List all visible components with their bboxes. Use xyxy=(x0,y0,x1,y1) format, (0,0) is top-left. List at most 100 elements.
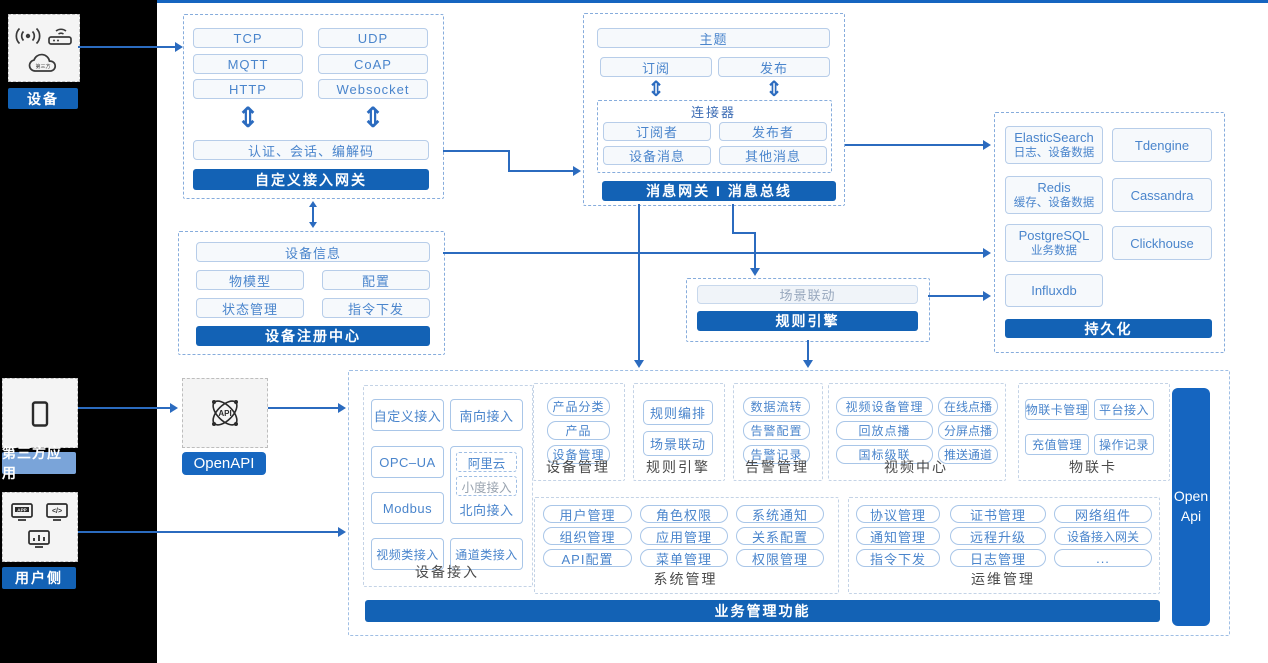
section-label-ops-mgmt: 运维管理 xyxy=(971,570,1035,587)
pill-operation-record: 操作记录 xyxy=(1094,434,1154,455)
store-elasticsearch: ElasticSearch 日志、设备数据 xyxy=(1005,126,1103,164)
cloud-icon: 第三方 xyxy=(28,53,57,72)
pill-opc-ua: OPC–UA xyxy=(371,446,444,478)
api-icon: API xyxy=(212,400,238,426)
pill-video-access: 视频类接入 xyxy=(371,538,444,570)
pill-product-category: 产品分类 xyxy=(547,397,610,416)
double-arrow-icon: ⇕ xyxy=(647,78,665,101)
user-side-icon-box: APP </> xyxy=(2,492,78,562)
scene-linkage-pill: 场景联动 xyxy=(697,285,918,304)
other-message-pill: 其他消息 xyxy=(719,146,827,165)
rail-label-device: 设备 xyxy=(8,88,78,109)
pill-permission-mgmt: 权限管理 xyxy=(736,549,824,567)
protocol-mqtt: MQTT xyxy=(193,54,303,74)
open-api-vertical-bar: Open Api xyxy=(1172,388,1210,626)
auth-session-codec: 认证、会话、编解码 xyxy=(193,140,429,160)
svg-text:第三方: 第三方 xyxy=(35,63,50,70)
third-party-icon-box xyxy=(2,378,78,448)
svg-text:APP: APP xyxy=(17,507,26,512)
app-monitor-icon: APP xyxy=(11,503,33,521)
pill-push-channel: 推送通道 xyxy=(938,445,998,464)
message-gateway-title-bar: 消息网关 I 消息总线 xyxy=(602,181,836,201)
pill-role-permission: 角色权限 xyxy=(640,505,728,523)
pill-scene-linkage: 场景联动 xyxy=(643,431,713,456)
pill-gb-cascade: 国标级联 xyxy=(836,445,933,464)
pill-protocol-mgmt: 协议管理 xyxy=(856,505,940,523)
section-label-alarm: 告警管理 xyxy=(745,459,809,475)
thing-model-pill: 物模型 xyxy=(196,270,304,290)
rail-label-third-party: 第三方应用 xyxy=(2,445,76,481)
pill-product: 产品 xyxy=(547,421,610,440)
pill-app-mgmt: 应用管理 xyxy=(640,527,728,545)
section-label-system-mgmt: 系统管理 xyxy=(653,570,718,587)
store-desc: 业务数据 xyxy=(1031,244,1077,257)
pill-playback: 回放点播 xyxy=(836,421,933,440)
chart-monitor-icon xyxy=(28,530,50,548)
rail-label-device-text: 设备 xyxy=(27,90,59,107)
pill-cert-mgmt: 证书管理 xyxy=(950,505,1046,523)
store-name: PostgreSQL xyxy=(1018,227,1090,243)
router-icon xyxy=(48,28,72,45)
protocol-websocket: Websocket xyxy=(318,79,428,99)
pill-video-device-mgmt: 视频设备管理 xyxy=(836,397,933,416)
section-label-device-mgmt: 设备管理 xyxy=(546,459,610,475)
store-desc: 日志、设备数据 xyxy=(1013,146,1095,159)
store-tdengine: Tdengine xyxy=(1112,128,1212,162)
status-mgmt-pill: 状态管理 xyxy=(196,298,304,318)
subscribe-pill: 订阅 xyxy=(600,57,712,77)
pill-menu-mgmt: 菜单管理 xyxy=(640,549,728,567)
pill-device-mgmt: 设备管理 xyxy=(547,445,610,464)
pill-southbound: 南向接入 xyxy=(450,399,523,431)
pill-system-notice: 系统通知 xyxy=(736,505,824,523)
pill-online-play: 在线点播 xyxy=(938,397,998,416)
double-arrow-icon: ⇕ xyxy=(765,78,783,101)
phone-icon xyxy=(31,401,49,427)
wireless-icon xyxy=(15,27,41,45)
pill-org-mgmt: 组织管理 xyxy=(543,527,632,545)
rail-label-user-side-text: 用户侧 xyxy=(15,570,63,586)
pill-relation-config: 关系配置 xyxy=(736,527,824,545)
protocol-coap: CoAP xyxy=(318,54,428,74)
pill-rule-orchestration: 规则编排 xyxy=(643,400,713,425)
device-message-pill: 设备消息 xyxy=(603,146,711,165)
openapi-label: OpenAPI xyxy=(182,452,266,475)
double-arrow-icon: ⇕ xyxy=(236,102,260,133)
pill-notice-mgmt: 通知管理 xyxy=(856,527,940,545)
section-label-iot-card: 物联卡 xyxy=(1069,459,1117,475)
pill-user-mgmt: 用户管理 xyxy=(543,505,632,523)
double-arrow-icon: ⇕ xyxy=(361,102,385,133)
pill-platform-access: 平台接入 xyxy=(1094,399,1154,420)
custom-gateway-title-bar: 自定义接入网关 xyxy=(193,169,429,190)
svg-text:API: API xyxy=(218,409,231,418)
business-title-bar: 业务管理功能 xyxy=(365,600,1160,622)
pill-modbus: Modbus xyxy=(371,492,444,524)
pill-device-access-gateway: 设备接入网关 xyxy=(1054,527,1152,545)
pill-api-config: API配置 xyxy=(543,549,632,567)
pill-recharge-mgmt: 充值管理 xyxy=(1025,434,1089,455)
section-label-device-access: 设备接入 xyxy=(415,564,479,580)
device-icon-box: 第三方 xyxy=(8,14,80,82)
pill-alarm-config: 告警配置 xyxy=(743,421,810,440)
store-influxdb: Influxdb xyxy=(1005,274,1103,307)
rail-label-user-side: 用户侧 xyxy=(2,567,76,589)
connector-title: 连接器 xyxy=(690,104,736,120)
device-info-pill: 设备信息 xyxy=(196,242,430,262)
publisher-pill: 发布者 xyxy=(719,122,827,141)
top-accent-line xyxy=(157,0,1268,3)
store-name: Redis xyxy=(1037,179,1071,195)
protocol-udp: UDP xyxy=(318,28,428,48)
pill-channel-access: 通道类接入 xyxy=(450,538,523,570)
section-label-video-center: 视频中心 xyxy=(884,459,948,475)
store-postgresql: PostgreSQL 业务数据 xyxy=(1005,224,1103,262)
rail-label-third-party-text: 第三方应用 xyxy=(2,445,62,481)
command-dispatch-pill: 指令下发 xyxy=(322,298,430,318)
pill-custom-access: 自定义接入 xyxy=(371,399,444,431)
openapi-icon-box: API xyxy=(182,378,268,448)
pill-data-flow: 数据流转 xyxy=(743,397,810,416)
pill-command-dispatch: 指令下发 xyxy=(856,549,940,567)
store-clickhouse: Clickhouse xyxy=(1112,226,1212,260)
pill-alarm-record: 告警记录 xyxy=(743,445,810,464)
code-monitor-icon: </> xyxy=(46,503,68,521)
persistence-title-bar: 持久化 xyxy=(1005,319,1212,338)
